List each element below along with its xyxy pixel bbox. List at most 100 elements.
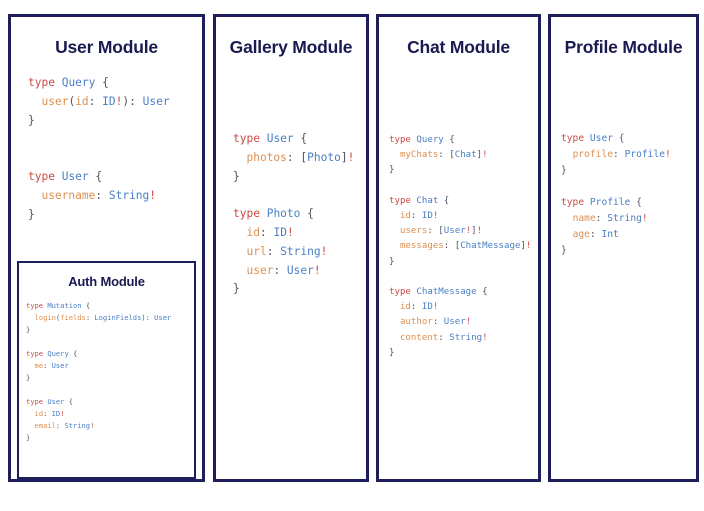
code-line: type Mutation { — [26, 300, 194, 312]
code-token-type: Chat — [416, 195, 439, 206]
code-token-type: Chat — [454, 150, 477, 161]
code-token-punc: ] — [520, 241, 526, 252]
code-line: type Photo { — [233, 205, 366, 224]
code-token-field: id — [399, 302, 411, 313]
module-card-gallery[interactable]: Gallery Module type User { photos: [Phot… — [213, 14, 369, 482]
code-token-type: Query — [416, 135, 444, 145]
schema-code-user: type Query { user(id: ID!): User} type U… — [11, 74, 202, 224]
code-token-punc: : — [410, 302, 422, 313]
module-card-user[interactable]: User Module type Query { user(id: ID!): … — [8, 14, 205, 482]
code-token-punc: } — [561, 165, 567, 176]
code-line — [389, 179, 538, 194]
code-token-kw: type — [26, 349, 44, 358]
code-line — [389, 270, 538, 285]
code-line: id: ID! — [26, 408, 194, 420]
code-token-type: ChatMessage — [460, 241, 521, 252]
code-token-kw: type — [28, 76, 55, 89]
code-token-field: id — [75, 94, 89, 108]
code-token-kw: type — [28, 169, 55, 183]
code-token-bang: ! — [60, 409, 65, 418]
code-token-field: user — [246, 263, 274, 277]
code-line — [28, 130, 202, 149]
schema-code-auth: type Mutation { login(fields: LoginField… — [19, 300, 194, 444]
code-token-type: String — [449, 332, 483, 343]
code-line — [28, 149, 202, 168]
code-line: me: User — [26, 360, 194, 372]
code-token-sp — [561, 149, 573, 160]
code-token-type: Profile — [589, 197, 631, 208]
code-token-punc: : — [595, 213, 608, 224]
module-card-auth[interactable]: Auth Module type Mutation { login(fields… — [17, 261, 196, 479]
code-line: type User { — [26, 396, 194, 408]
code-token-punc: } — [26, 433, 31, 442]
code-token-type: String — [108, 188, 150, 202]
code-token-bang: ! — [286, 225, 294, 239]
code-token-field: name — [572, 213, 596, 224]
code-token-punc: : — [273, 263, 287, 277]
code-token-field: email — [34, 421, 56, 430]
code-token-punc: } — [561, 245, 567, 256]
code-token-sp — [233, 264, 246, 277]
code-token-punc: } — [28, 113, 35, 127]
code-token-kw: type — [389, 287, 411, 298]
code-token-punc: } — [28, 207, 35, 221]
code-token-type: Profile — [624, 149, 665, 160]
code-token-sp — [26, 361, 35, 370]
code-line: messages: [ChatMessage]! — [389, 239, 538, 254]
code-token-sp — [389, 211, 400, 221]
module-title-user: User Module — [55, 37, 158, 57]
code-line: type User { — [28, 168, 202, 187]
code-token-punc: : — [589, 229, 602, 240]
code-token-sp — [389, 150, 400, 160]
code-line: type Profile { — [561, 195, 696, 211]
code-token-punc: { — [85, 301, 91, 310]
code-token-bang: ! — [465, 317, 472, 328]
code-line: myChats: [Chat]! — [389, 148, 538, 163]
code-token-punc: : — [85, 313, 95, 322]
code-token-punc: : [ — [427, 226, 444, 237]
code-token-punc: { — [443, 195, 450, 206]
code-line: user(id: ID!): User — [28, 93, 202, 112]
code-line: id: ID! — [389, 300, 538, 315]
code-line: age: Int — [561, 227, 696, 243]
code-token-punc: ] — [340, 150, 348, 164]
module-title-chat: Chat Module — [407, 37, 510, 57]
code-line: username: String! — [28, 187, 202, 206]
code-token-field: url — [246, 244, 267, 258]
code-token-type: LoginFields — [94, 313, 142, 322]
code-token-type: User — [589, 133, 613, 144]
code-token-punc: : — [88, 94, 103, 108]
code-token-bang: ! — [482, 150, 488, 161]
code-token-field: age — [572, 229, 590, 240]
code-token-field: id — [399, 211, 411, 222]
module-title-profile: Profile Module — [564, 37, 683, 57]
code-token-field: fields — [60, 313, 86, 322]
module-card-chat[interactable]: Chat Module type Query { myChats: [Chat]… — [376, 14, 541, 482]
code-token-field: content — [399, 332, 439, 343]
code-line — [26, 336, 194, 348]
code-token-type: ID — [421, 302, 433, 313]
code-token-kw: type — [561, 197, 585, 208]
code-line: type User { — [233, 130, 366, 149]
code-line: } — [233, 168, 366, 187]
code-line: author: User! — [389, 315, 538, 330]
code-line: } — [389, 163, 538, 178]
code-token-field: users — [399, 226, 428, 237]
module-card-profile[interactable]: Profile Module type User { profile: Prof… — [548, 14, 699, 482]
code-token-kw: type — [26, 301, 44, 310]
code-token-punc: { — [482, 287, 488, 298]
code-token-punc: { — [636, 197, 642, 208]
code-token-type: ID — [273, 225, 287, 239]
code-token-field: username — [41, 188, 96, 202]
code-line — [233, 186, 366, 205]
code-token-punc: : [ — [286, 150, 308, 164]
code-token-punc: ] — [471, 226, 477, 237]
code-line: id: ID! — [389, 209, 538, 224]
code-token-type: Photo — [307, 150, 341, 164]
code-token-type: ChatMessage — [416, 287, 477, 298]
code-token-sp — [389, 317, 400, 327]
code-line: type Query { — [26, 348, 194, 360]
code-token-punc: : — [259, 225, 274, 239]
code-token-punc: : — [432, 317, 444, 328]
code-token-sp — [55, 170, 62, 183]
